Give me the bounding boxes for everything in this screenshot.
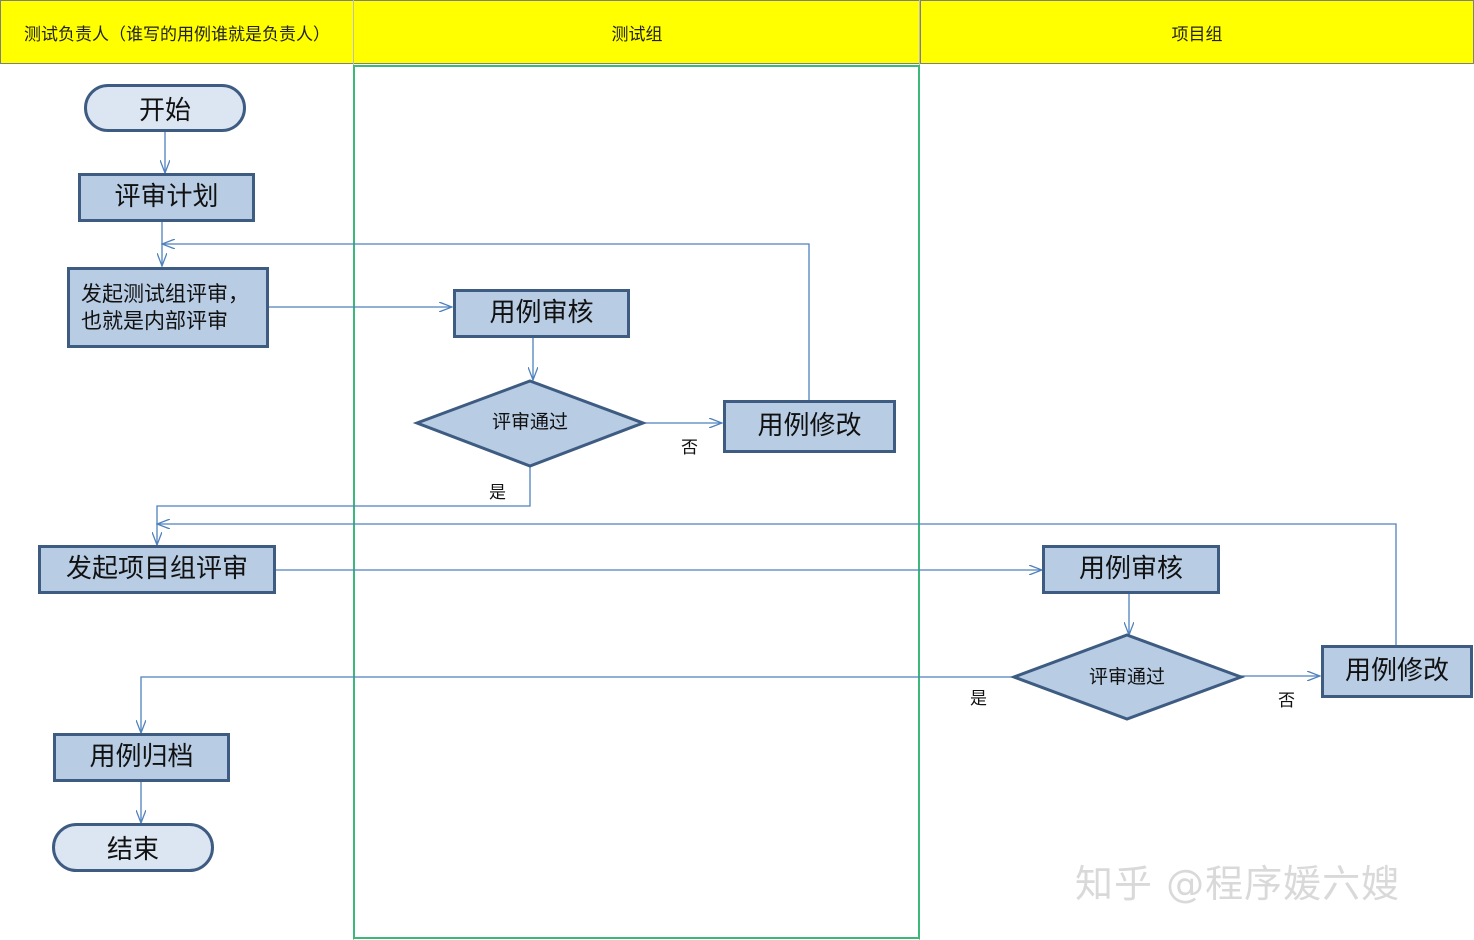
decision-text-2: 评审通过	[1088, 665, 1165, 688]
launch-internal-review-node: 发起测试组评审， 也就是内部评审	[67, 267, 269, 348]
edge-label-no-2: 否	[1278, 691, 1295, 711]
decision-diamond-1	[412, 379, 648, 468]
decision-diamond-2	[1009, 633, 1246, 721]
connector	[157, 466, 531, 545]
start-node: 开始	[84, 84, 246, 132]
lane-header-test-group: 测试组	[353, 0, 920, 64]
case-archive-label: 用例归档	[89, 742, 194, 773]
launch-project-review-node: 发起项目组评审	[38, 545, 276, 594]
launch-project-label: 发起项目组评审	[65, 554, 248, 585]
case-review-node-1: 用例审核	[453, 289, 630, 338]
watermark-text: 知乎 @程序媛六嫂	[1075, 862, 1401, 906]
case-modify-label-2: 用例修改	[1344, 656, 1449, 687]
edge-label-yes-2: 是	[970, 689, 987, 709]
launch-internal-label-line2: 也就是内部评审	[81, 308, 228, 333]
lane-title-test-group: 测试组	[611, 24, 663, 45]
edge-label-yes-1: 是	[489, 483, 506, 503]
case-review-node-2: 用例审核	[1042, 545, 1220, 594]
edge-label-no-1: 否	[681, 438, 698, 458]
launch-internal-label-line1: 发起测试组评审，	[81, 282, 249, 307]
review-plan-label: 评审计划	[114, 182, 219, 213]
case-modify-node-2: 用例修改	[1321, 645, 1473, 698]
case-review-label-2: 用例审核	[1078, 554, 1183, 585]
lane-header-project-group: 项目组	[920, 0, 1474, 64]
decision-text-1: 评审通过	[491, 410, 568, 433]
connector	[162, 244, 810, 400]
start-label: 开始	[138, 95, 191, 126]
connector	[157, 524, 1397, 645]
test-group-lane-frame	[353, 65, 920, 939]
connector	[141, 676, 1014, 733]
decision-label-1: 评审通过	[460, 405, 600, 435]
lane-title-project-group: 项目组	[1171, 24, 1223, 45]
lane-title-owner: 测试负责人（谁写的用例谁就是负责人）	[24, 24, 330, 45]
case-review-label-1: 用例审核	[489, 298, 594, 329]
case-archive-node: 用例归档	[53, 733, 230, 782]
review-plan-node: 评审计划	[78, 173, 255, 222]
case-modify-label-1: 用例修改	[757, 411, 862, 442]
end-label: 结束	[106, 835, 159, 865]
end-node: 结束	[52, 823, 214, 872]
lane-header-owner: 测试负责人（谁写的用例谁就是负责人）	[0, 0, 353, 64]
decision-label-2: 评审通过	[1057, 660, 1197, 690]
case-modify-node-1: 用例修改	[723, 400, 896, 453]
